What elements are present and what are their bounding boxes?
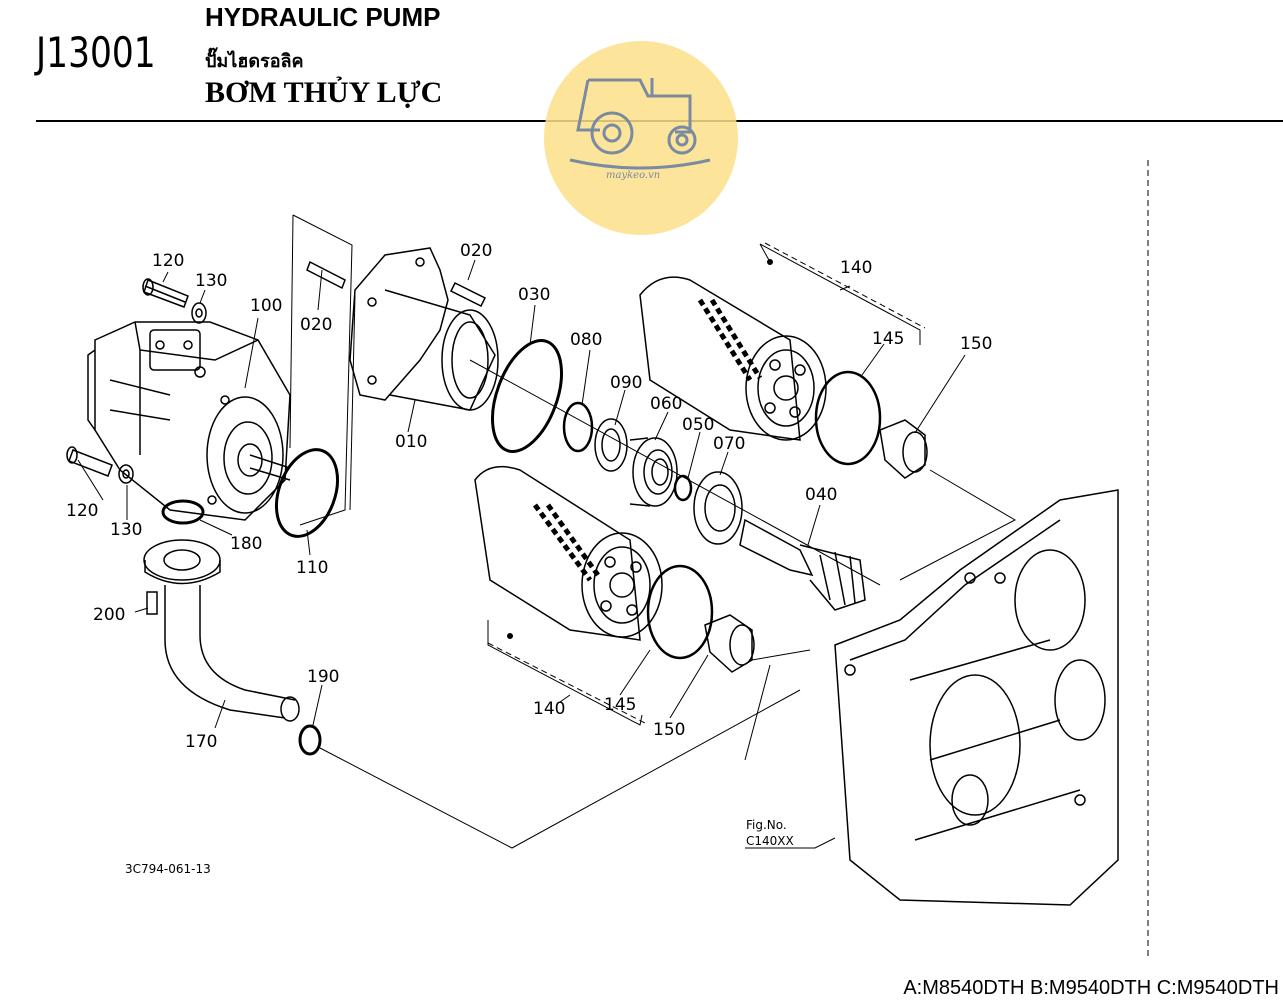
title-vietnamese: BƠM THỦY LỰC [205, 76, 443, 109]
callout-110: 110 [296, 558, 328, 578]
callout-020: 020 [300, 315, 332, 335]
drive-gear-part [739, 518, 866, 611]
callout-030: 030 [518, 285, 550, 305]
callout-180: 180 [230, 534, 262, 554]
callout-145: 145 [604, 695, 636, 715]
callout-070: 070 [713, 434, 745, 454]
leader-lines [77, 214, 1017, 849]
page-code: J13001 [36, 28, 156, 77]
callout-130: 130 [195, 271, 227, 291]
group-marker-dot [507, 633, 513, 639]
callout-150: 150 [653, 720, 685, 740]
callout-labels: 120 130 100 020 020 030 140 145 150 080 … [66, 241, 992, 752]
callout-010: 010 [395, 432, 427, 452]
watermark-text: maykeo.vn [606, 170, 660, 181]
title-english: HYDRAULIC PUMP [205, 2, 441, 32]
suction-pipe-part [143, 539, 322, 756]
oil-filter-part [639, 276, 928, 479]
callout-190: 190 [307, 667, 339, 687]
callout-120: 120 [66, 501, 98, 521]
title-thai: ปั๊มไฮดรอลิค [205, 51, 304, 72]
pump-adapter-part [306, 247, 499, 411]
callout-145: 145 [872, 329, 904, 349]
hydraulic-pump-part [87, 321, 291, 521]
callout-050: 050 [682, 415, 714, 435]
callout-120: 120 [152, 251, 184, 271]
bearing-set-part [562, 401, 743, 545]
callout-040: 040 [805, 485, 837, 505]
tractor-logo-icon: maykeo.vn [544, 41, 738, 235]
callout-060: 060 [650, 394, 682, 414]
drawing-code: 3C794-061-13 [125, 862, 211, 876]
callout-090: 090 [610, 373, 642, 393]
model-list: A:M8540DTH B:M9540DTH C:M9540DTH [903, 977, 1279, 999]
o-ring-part [491, 339, 563, 453]
callout-130: 130 [110, 520, 142, 540]
callout-150: 150 [960, 334, 992, 354]
callout-170: 170 [185, 732, 217, 752]
figure-ref-label: Fig.No. [746, 818, 787, 832]
callout-080: 080 [570, 330, 602, 350]
oil-filter-part [474, 465, 755, 673]
callout-100: 100 [250, 296, 282, 316]
transmission-case-part [834, 489, 1119, 906]
group-marker-dot [767, 259, 773, 265]
filter-group-brackets [487, 242, 926, 724]
callout-020: 020 [460, 241, 492, 261]
callout-140: 140 [533, 699, 565, 719]
o-ring-part [161, 448, 339, 538]
callout-200: 200 [93, 605, 125, 625]
callout-140: 140 [840, 258, 872, 278]
figure-ref-number: C140XX [746, 834, 794, 848]
bolt-part [66, 278, 207, 484]
